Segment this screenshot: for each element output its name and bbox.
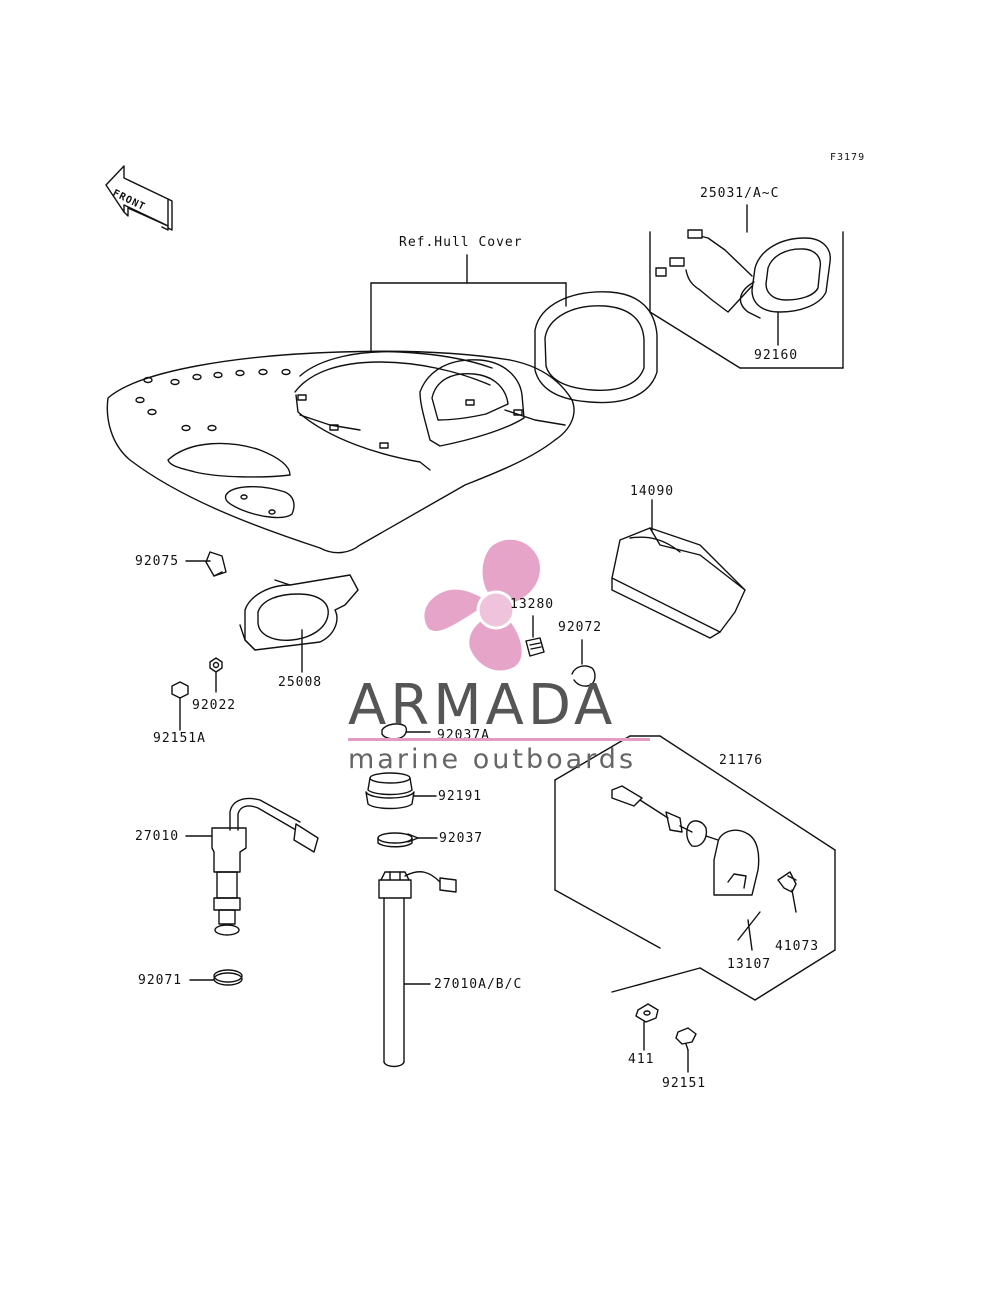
part-27010-sender xyxy=(185,797,319,936)
label-92022: 92022 xyxy=(192,698,237,713)
label-92075: 92075 xyxy=(135,554,180,569)
label-41073: 41073 xyxy=(775,939,820,954)
gauge-assembly-box xyxy=(649,204,844,369)
part-13280 xyxy=(525,615,545,657)
label-14090: 14090 xyxy=(630,484,675,499)
part-25008-bracket xyxy=(239,574,359,673)
part-13107 xyxy=(747,919,753,951)
part-92075 xyxy=(185,551,227,577)
label-92151: 92151 xyxy=(662,1076,707,1091)
part-92191-boot xyxy=(365,772,437,810)
label-25008: 25008 xyxy=(278,675,323,690)
part-411-washer xyxy=(635,1003,659,1051)
ref-hull-cover-label: Ref.Hull Cover xyxy=(399,235,523,250)
label-25031: 25031/A~C xyxy=(700,186,780,201)
figure-code: F3179 xyxy=(830,152,866,163)
label-21176: 21176 xyxy=(719,753,764,768)
hull-cover xyxy=(106,350,575,554)
label-92191: 92191 xyxy=(438,789,483,804)
label-92160: 92160 xyxy=(754,348,799,363)
watermark-title: ARMADA xyxy=(348,673,617,738)
label-27010: 27010 xyxy=(135,829,180,844)
part-92072-clip xyxy=(571,639,596,687)
part-92151a-bolt xyxy=(171,681,189,731)
label-92072: 92072 xyxy=(558,620,603,635)
part-92037a-clamp xyxy=(381,723,431,740)
label-92071: 92071 xyxy=(138,973,183,988)
label-27010abc: 27010A/B/C xyxy=(434,977,523,992)
part-14090-cover xyxy=(611,499,746,639)
label-13107: 13107 xyxy=(727,957,772,972)
part-21176-assembly-box xyxy=(554,735,836,1001)
part-41073 xyxy=(777,871,797,913)
label-411: 411 xyxy=(628,1052,655,1067)
label-92037: 92037 xyxy=(439,831,484,846)
watermark-divider xyxy=(348,738,650,741)
front-arrow-icon xyxy=(105,165,173,231)
part-92071-ring xyxy=(189,969,243,986)
label-92151a: 92151A xyxy=(153,731,206,746)
watermark-propeller-icon xyxy=(424,539,540,671)
part-92151-bolt xyxy=(675,1027,697,1073)
part-27010abc-sender xyxy=(378,871,457,1068)
watermark-subtitle: marine outboards xyxy=(348,744,637,775)
gauge-bezel xyxy=(534,291,658,404)
label-13280: 13280 xyxy=(510,597,555,612)
part-92022-nut xyxy=(209,657,223,693)
ref-hull-cover-leader xyxy=(370,254,567,353)
part-92037-clamp xyxy=(377,832,438,848)
part-21176-switch xyxy=(611,785,760,896)
gauge-assembly xyxy=(655,229,831,346)
